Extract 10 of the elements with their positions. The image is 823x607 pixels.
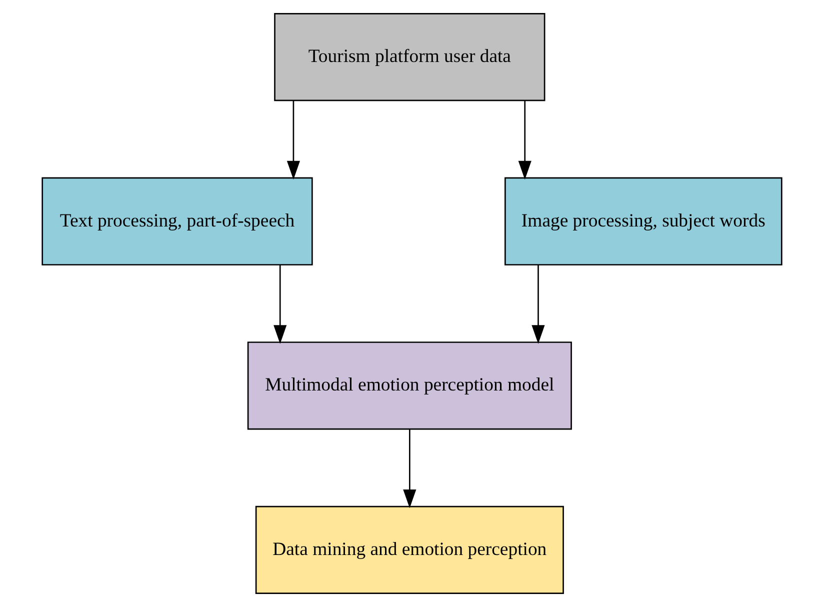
- arrow: [286, 100, 300, 180]
- node-box: Text processing, part-of-speech: [41, 177, 312, 266]
- arrow: [402, 429, 416, 508]
- node-box: Tourism platform user data: [274, 12, 545, 102]
- arrow: [273, 264, 286, 344]
- node-box: Image processing, subject words: [504, 177, 782, 266]
- node-box: Multimodal emotion perception model: [246, 342, 572, 430]
- node-box: Data mining and emotion perception: [254, 506, 564, 594]
- arrow: [531, 264, 544, 344]
- arrow: [518, 100, 531, 180]
